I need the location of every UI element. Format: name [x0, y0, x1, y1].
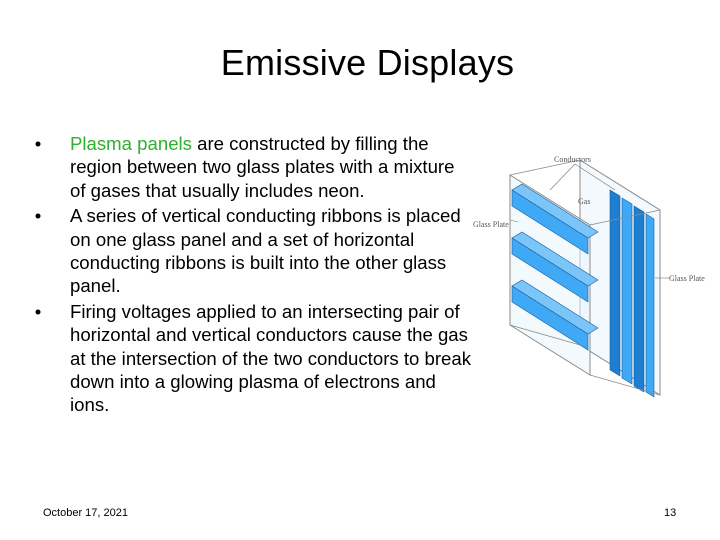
bullet-list: • Plasma panels are constructed by filli…: [28, 132, 473, 419]
horizontal-conductors: [511, 183, 599, 351]
bullet-item: • A series of vertical conducting ribbon…: [28, 204, 473, 298]
vertical-conductors: [609, 189, 655, 398]
label-leaders: [509, 163, 670, 279]
bullet-text: A series of vertical conducting ribbons …: [70, 205, 461, 297]
label-conductors: Conductors: [554, 155, 591, 164]
bullet-glyph: •: [34, 300, 42, 322]
bullet-glyph: •: [34, 133, 42, 154]
panel-edges: [509, 159, 661, 396]
label-glass-plate-right: Glass Plate: [669, 274, 705, 283]
slide-title: Emissive Displays: [220, 42, 515, 83]
label-gas: Gas: [578, 197, 590, 206]
highlight-term: Plasma panels: [70, 133, 192, 154]
bullet-text: Firing voltages applied to an intersecti…: [70, 300, 472, 416]
label-glass-plate-left: Glass Plate: [473, 220, 509, 229]
bullet-item: • Firing voltages applied to an intersec…: [28, 300, 473, 417]
bullet-item: • Plasma panels are constructed by filli…: [28, 132, 473, 202]
footer-date: October 17, 2021: [43, 507, 129, 519]
bullet-text: are constructed by filling the region be…: [70, 133, 455, 201]
plasma-panel-diagram: Conductors Gas Glass Plate Glass Plate: [473, 155, 705, 398]
page-number: 13: [664, 507, 677, 519]
bullet-glyph: •: [34, 205, 42, 227]
